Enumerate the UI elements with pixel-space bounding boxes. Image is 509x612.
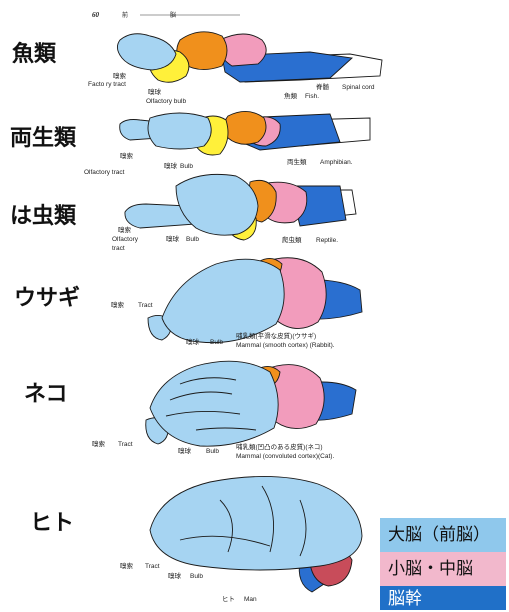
rabbit-ann-0: 嗅索 (111, 300, 125, 309)
fish-cerebrum (117, 34, 176, 70)
fish-ann-7: Fish. (305, 93, 319, 100)
cat-ann-1: Tract (118, 441, 133, 448)
page-heading: 前 脳 (122, 11, 176, 19)
cat-ann-0: 嗅索 (92, 439, 106, 448)
row-label-human: ヒト (30, 513, 74, 535)
rept-ann-6: Reptile. (316, 237, 338, 244)
cat-ann-5: Mammal (convoluted cortex)(Cat). (236, 453, 334, 460)
human-ann-0: 嗅索 (120, 561, 134, 570)
amph-ann-2: 嗅球 (164, 161, 178, 170)
rabbit-cerebrum (162, 259, 284, 342)
row-label-reptile: は虫類 (10, 206, 76, 228)
human-ann-3: Bulb (190, 573, 203, 580)
human-brain (150, 476, 362, 592)
row-label-fish: 魚類 (12, 44, 56, 66)
fish-ann-6: 魚類 (284, 91, 298, 100)
fish-ann-5: Spinal cord (342, 84, 375, 91)
rabbit-ann-4: 哺乳類(平滑な皮質)(ウサギ) (236, 331, 316, 340)
human-ann-4: ヒト (222, 595, 235, 603)
amph-ann-1: Olfactory tract (84, 169, 125, 176)
cat-cerebrum (150, 361, 278, 446)
amph-ann-4: 両生類 (287, 157, 307, 166)
rept-ann-5: 爬虫類 (282, 235, 302, 244)
row-label-rabbit: ウサギ (14, 288, 80, 310)
cat-ann-3: Bulb (206, 448, 219, 455)
reptile-cerebrum (176, 174, 258, 235)
cat-ann-2: 嗅球 (178, 446, 192, 455)
rept-ann-2: tract (112, 245, 125, 252)
human-ann-5: Man (244, 596, 257, 603)
legend-cerebrum: 大脳（前脳） (380, 518, 506, 552)
legend-cerebellum-midbrain: 小脳・中脳 (380, 552, 506, 586)
rabbit-brain (148, 258, 362, 343)
human-cerebrum (150, 476, 362, 570)
fish-ann-4: 脊髄 (316, 82, 330, 91)
row-label-amphibian: 両生類 (10, 128, 76, 150)
fish-ann-3: Olfactory bulb (146, 98, 186, 105)
amphibian-cerebrum (148, 113, 211, 149)
rabbit-ann-3: Bulb (210, 339, 223, 346)
human-ann-1: Tract (145, 563, 160, 570)
rabbit-ann-2: 嗅球 (186, 337, 200, 346)
fish-brain (117, 32, 382, 82)
rept-ann-1: Olfactory (112, 236, 139, 243)
legend-brainstem: 脳幹 (380, 586, 506, 610)
page-number: 60 (92, 11, 100, 19)
amphibian-brain (120, 111, 370, 155)
amph-ann-3: Bulb (180, 163, 193, 170)
cat-ann-4: 哺乳類(凹凸のある皮質)(ネコ) (236, 442, 323, 451)
rabbit-ann-5: Mammal (smooth cortex) (Rabbit). (236, 342, 335, 349)
fish-ann-0: 嗅索 (113, 71, 127, 80)
rabbit-ann-1: Tract (138, 302, 153, 309)
rept-ann-0: 嗅索 (118, 225, 132, 234)
fish-ann-2: 嗅球 (148, 87, 162, 96)
amph-ann-0: 嗅索 (120, 151, 134, 160)
amph-ann-5: Amphibian. (320, 159, 353, 166)
row-label-cat: ネコ (24, 384, 68, 406)
rept-ann-4: Bulb (186, 236, 199, 243)
rept-ann-3: 嗅球 (166, 234, 180, 243)
human-ann-2: 嗅球 (168, 571, 182, 580)
cat-brain (146, 361, 356, 446)
amphibian-midbrain (224, 111, 266, 144)
reptile-brain (125, 174, 356, 240)
fish-ann-1: Facto ry tract (88, 81, 126, 88)
